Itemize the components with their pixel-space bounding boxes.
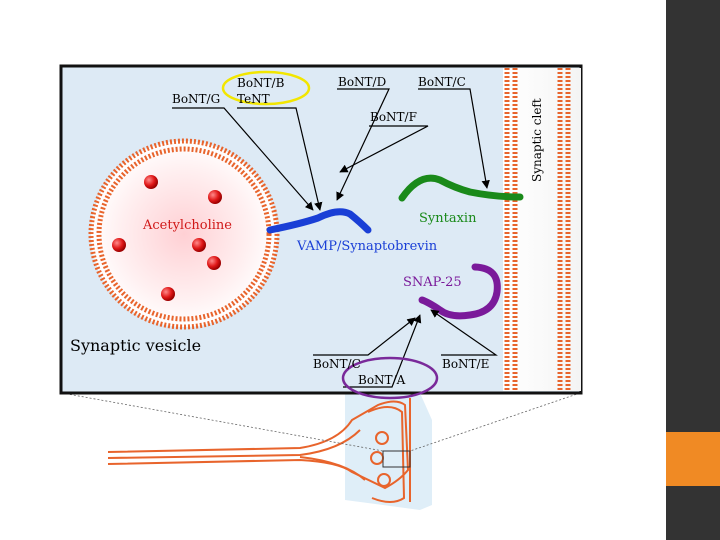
bont-c-bottom-label: BoNT/C xyxy=(313,357,361,371)
bont-c-top-label: BoNT/C xyxy=(418,75,466,89)
syntaxin-label: Syntaxin xyxy=(419,211,477,226)
bont-a-label: BoNT/A xyxy=(358,373,406,387)
bont-e-label: BoNT/E xyxy=(442,357,489,371)
bont-b-label: BoNT/B xyxy=(237,76,285,90)
snap25-label: SNAP-25 xyxy=(403,275,462,290)
synaptic-cleft-label: Synaptic cleft xyxy=(530,98,544,182)
synaptic-vesicle-label: Synaptic vesicle xyxy=(70,336,201,355)
bont-d-label: BoNT/D xyxy=(338,75,386,89)
bont-g-label: BoNT/G xyxy=(172,92,220,106)
tent-label: TeNT xyxy=(237,92,270,106)
vamp-label: VAMP/Synaptobrevin xyxy=(296,239,438,254)
synaptic-vesicle xyxy=(91,141,277,327)
neuron-terminal xyxy=(108,393,432,510)
bont-f-label: BoNT/F xyxy=(370,110,417,124)
acetylcholine-label: Acetylcholine xyxy=(142,218,232,233)
